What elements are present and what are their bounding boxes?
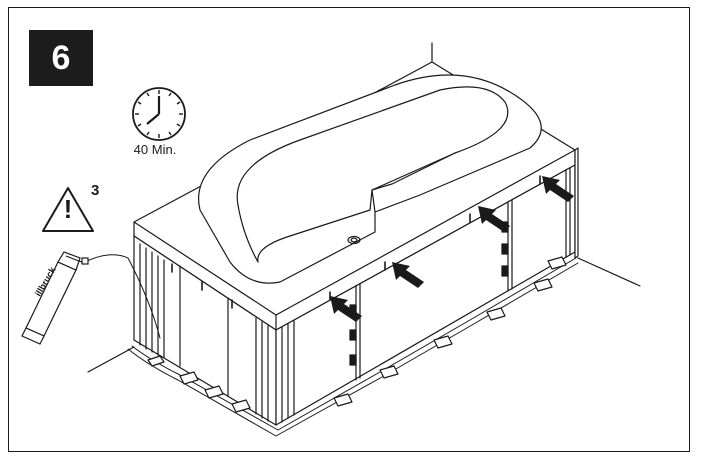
tub-basin-outer bbox=[198, 74, 542, 284]
warning-exclamation: ! bbox=[63, 194, 73, 224]
side-panel bbox=[574, 147, 579, 259]
warning-triangle-icon bbox=[42, 187, 94, 232]
floor-line-right bbox=[577, 257, 641, 287]
sealing-tape bbox=[131, 257, 577, 431]
clock-icon bbox=[132, 87, 186, 141]
arrow bbox=[478, 206, 510, 232]
drain bbox=[347, 235, 361, 245]
adhesive-can-icon bbox=[21, 251, 89, 345]
floor-line-left bbox=[87, 346, 135, 373]
timer-label: 40 Min. bbox=[133, 142, 177, 157]
support-feet bbox=[147, 256, 567, 413]
adhesive-bead-line bbox=[84, 254, 161, 339]
rim-clips bbox=[171, 175, 541, 309]
warning-reference-number: 3 bbox=[91, 182, 100, 199]
arrows bbox=[330, 176, 574, 322]
arrow bbox=[330, 296, 362, 322]
front-panel-ribs bbox=[281, 167, 571, 423]
arrow bbox=[392, 262, 424, 288]
step-number-badge: 6 bbox=[29, 30, 93, 86]
tub-basin-inner bbox=[236, 86, 509, 263]
arrow bbox=[542, 176, 574, 202]
end-panel-ribs bbox=[139, 243, 269, 422]
